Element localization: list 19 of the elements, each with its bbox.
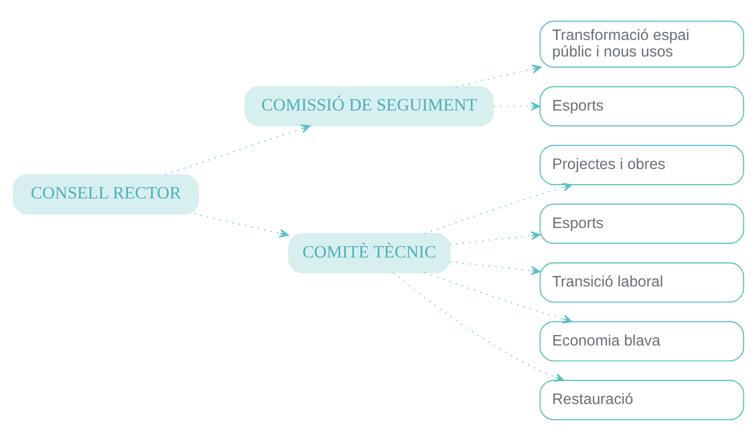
node-box: Transformació espai públic i nous usos — [539, 20, 744, 68]
arrow — [194, 214, 288, 238]
node-box: Projectes i obres — [539, 144, 744, 186]
node-box: Esports — [539, 86, 744, 126]
node-box: CONSELL RECTOR — [12, 174, 198, 215]
node-box: Economia blava — [539, 321, 744, 362]
node-box: COMITÈ TÈCNIC — [288, 233, 450, 274]
arrow — [449, 261, 540, 276]
arrow — [424, 272, 572, 324]
arrow — [424, 182, 572, 234]
node-box: Transició laboral — [539, 262, 744, 303]
node-box: Esports — [539, 204, 744, 244]
arrow — [164, 124, 310, 176]
arrow — [392, 272, 564, 382]
node-box: COMISSIÓ DE SEGUIMENT — [244, 86, 494, 126]
arrow — [493, 102, 540, 111]
arrow — [449, 231, 540, 246]
arrow — [455, 64, 542, 88]
node-box: Restauració — [539, 380, 744, 420]
